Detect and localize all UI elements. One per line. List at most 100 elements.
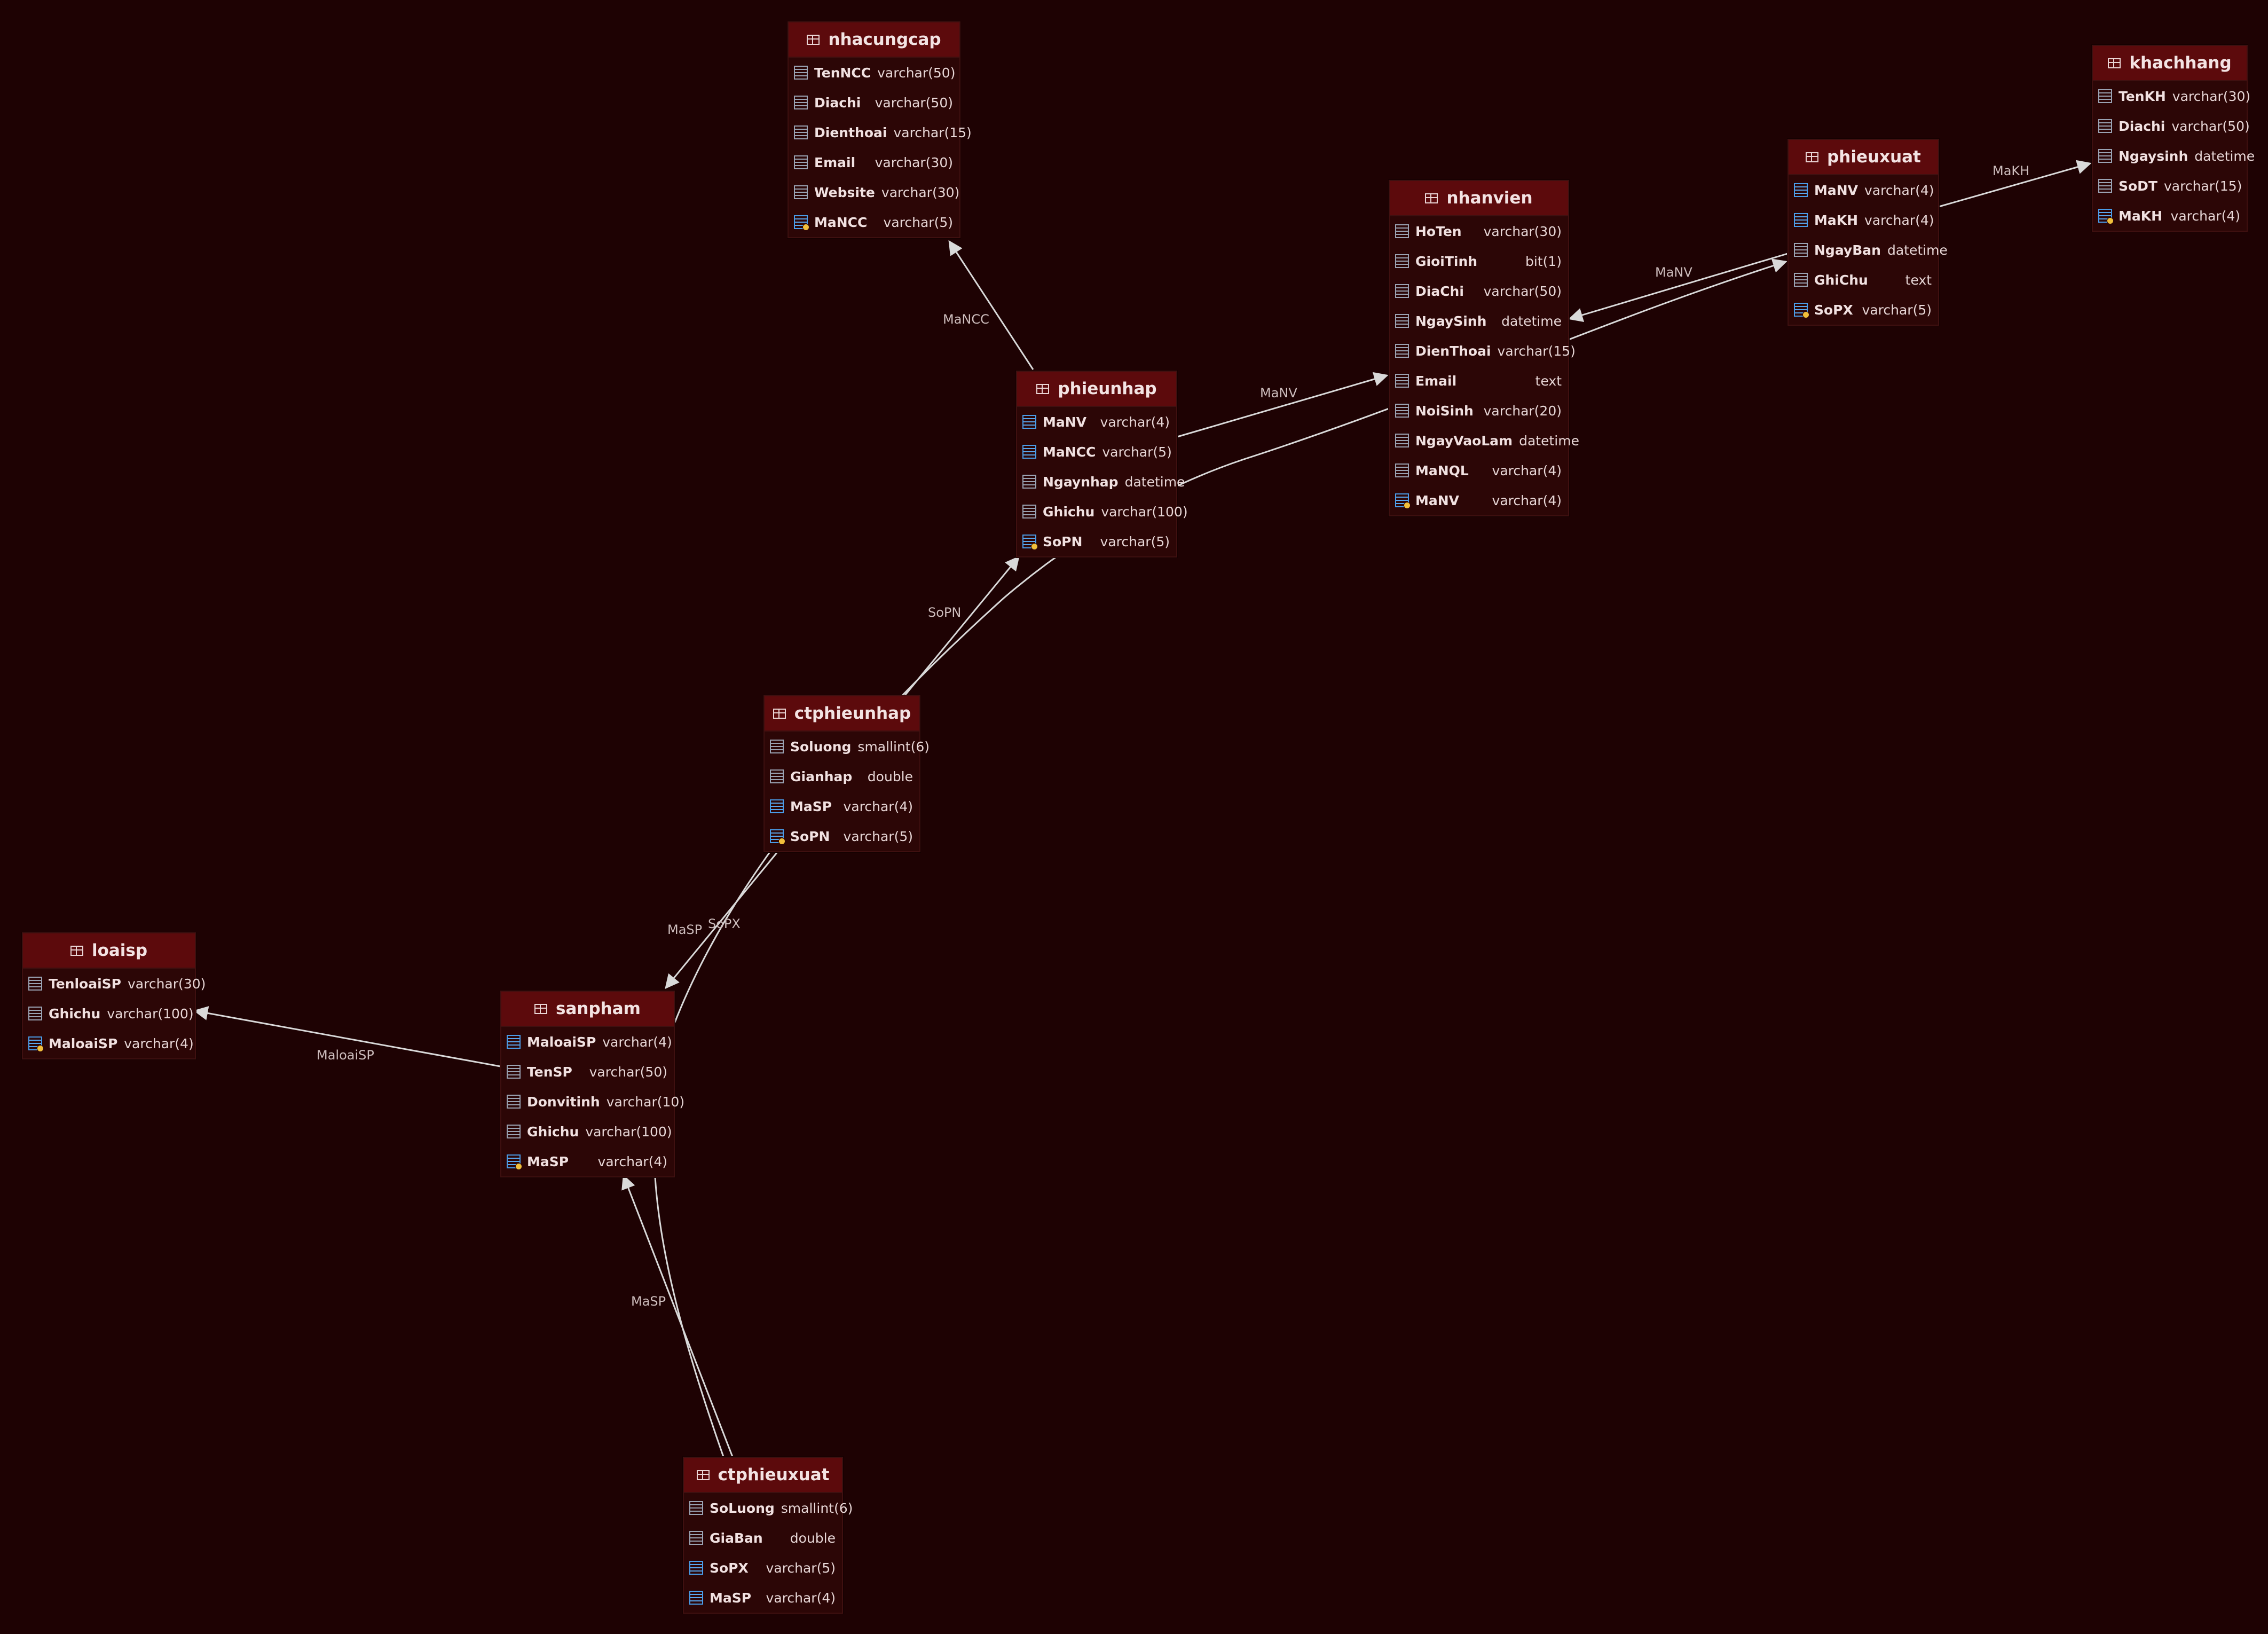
column-type: bit(1) (1525, 253, 1562, 269)
column-icon (1395, 344, 1409, 358)
connector-sanpham-loaisp[interactable] (193, 1006, 501, 1067)
column-icon (1395, 374, 1409, 388)
foreign-key-column-icon (770, 799, 784, 813)
table-header[interactable]: nhacungcap (789, 22, 959, 58)
column-type: datetime (2194, 148, 2255, 164)
table-header[interactable]: ctphieunhap (765, 696, 919, 732)
connector-ctphieuxuat-sanpham[interactable] (621, 1174, 734, 1457)
connector-phieuxuat-nhanvien[interactable] (1568, 253, 1788, 322)
table-title: sanpham (556, 999, 641, 1018)
table-title: khachhang (2129, 53, 2232, 73)
table-header[interactable]: sanpham (501, 992, 674, 1027)
connector-phieuxuat-khachhang[interactable] (1936, 160, 2092, 208)
column-name: Ghichu (49, 1005, 101, 1022)
column-row[interactable]: NgayBan datetime (1789, 235, 1948, 265)
column-icon (2098, 179, 2112, 193)
column-icon (794, 66, 808, 80)
connector-ctphieuxuat-phieuxuat[interactable] (653, 258, 1787, 1457)
column-icon (1022, 475, 1036, 489)
connector-phieunhap-nhacungcap[interactable] (948, 240, 1034, 370)
connector-phieunhap-nhanvien[interactable] (1177, 372, 1389, 438)
column-name: GiaBan (710, 1530, 763, 1546)
column-type: varchar(30) (2172, 88, 2251, 104)
column-type: varchar(4) (1492, 462, 1562, 478)
table-header[interactable]: khachhang (2093, 46, 2247, 81)
column-icon (770, 769, 784, 783)
column-icon (1794, 273, 1808, 287)
table-header[interactable]: phieunhap (1017, 372, 1176, 407)
table-header[interactable]: nhanvien (1390, 181, 1568, 216)
table-grid-icon (1036, 383, 1050, 394)
column-type: varchar(15) (1497, 343, 1576, 359)
table-header[interactable]: ctphieuxuat (684, 1458, 842, 1493)
column-icon (689, 1501, 703, 1515)
table-header[interactable]: phieuxuat (1789, 140, 1938, 175)
column-type: datetime (1887, 242, 1948, 258)
column-name: SoDT (2119, 178, 2157, 194)
column-name: NgayBan (1814, 242, 1881, 258)
connector-ctphieunhap-sanpham[interactable] (665, 852, 778, 989)
table-header[interactable]: loaisp (23, 933, 195, 969)
column-name: MaNV (1043, 414, 1087, 430)
column-type: varchar(4) (1864, 212, 1934, 228)
connector-ctphieunhap-phieunhap[interactable] (904, 555, 1020, 696)
column-icon (770, 740, 784, 753)
column-name: Diachi (814, 95, 861, 111)
